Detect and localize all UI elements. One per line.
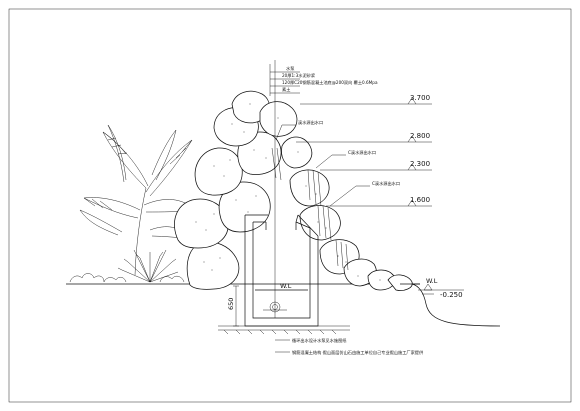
elevation-2300: 2.300: [410, 160, 430, 168]
slope-terrain: [400, 283, 501, 327]
drawing-frame: [8, 8, 572, 403]
note-structure: 钢筋混凝土结构 假山面层仿山石由施工单位自己专业假山施工厂家提供: [292, 349, 423, 356]
elevation-marks: [296, 97, 432, 207]
water-level-value: -0.250: [440, 291, 463, 299]
rockery-illustration: [174, 90, 413, 291]
leader-lines: [269, 60, 370, 353]
rock-texture: [195, 103, 381, 281]
foundation-slab: [218, 325, 350, 335]
banana-plant-illustration: [79, 124, 197, 276]
note-pump: 水泵: [286, 65, 294, 71]
pool-water-level-label: W.L: [280, 282, 292, 290]
note-outlet-1: 溪水源出水口: [298, 119, 323, 126]
shrub-illustration: [69, 273, 185, 283]
note-concrete-base: 120厚C20钢筋混凝土池底@200双向 覆土0.6Mpa: [282, 79, 378, 86]
depth-dimension-label: 650: [227, 298, 235, 310]
elevation-3700: 3.700: [410, 94, 430, 102]
right-water-level-mark: [418, 283, 464, 295]
waterfall-lines: [271, 147, 349, 271]
pool-basin: [244, 214, 319, 327]
note-outlet-3: C溪水源出水口: [372, 180, 400, 187]
note-pump-design: 循环出水设计水泵见水施图纸: [292, 337, 347, 344]
water-level-label: W.L: [426, 277, 438, 285]
pump-symbol: [263, 301, 287, 313]
elevation-1600: 1.600: [410, 196, 430, 204]
note-outlet-2: C溪水源出水口: [348, 149, 376, 156]
note-mortar: 20厚1:3水泥砂浆: [282, 72, 316, 79]
elevation-2800: 2.800: [410, 132, 430, 140]
note-soil: 素土: [282, 86, 290, 92]
